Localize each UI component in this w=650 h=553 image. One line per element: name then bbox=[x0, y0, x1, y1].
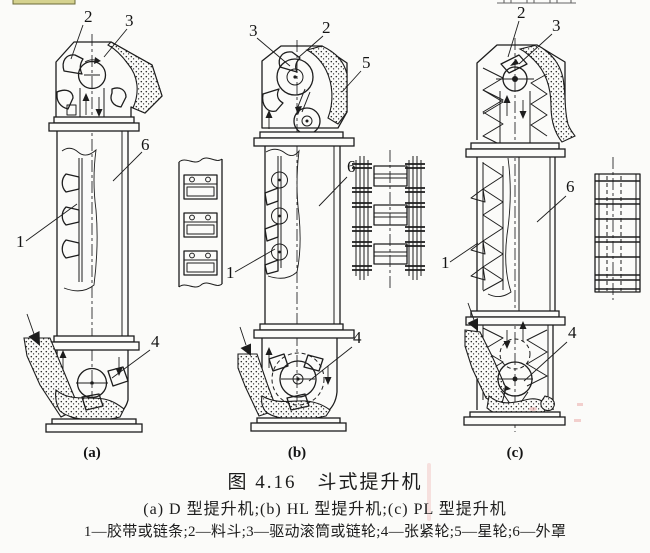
yellow-highlight-fragment bbox=[12, 0, 76, 5]
head-flange-c bbox=[470, 142, 560, 150]
head-flange-b bbox=[259, 131, 344, 139]
detail-bucket-1 bbox=[183, 174, 218, 200]
callout-4-c: 4 bbox=[568, 323, 577, 342]
head-zigzag-right bbox=[530, 73, 548, 137]
callout-1-c: 1 bbox=[441, 253, 450, 272]
callout-2-a: 2 bbox=[84, 7, 93, 26]
base-b bbox=[256, 417, 341, 424]
bucket-a-2 bbox=[61, 206, 80, 226]
feed-arrow-c bbox=[467, 318, 478, 331]
belt-up-arrow-a bbox=[82, 93, 90, 101]
head-section-a bbox=[55, 41, 163, 118]
callout-3-b: 3 bbox=[249, 21, 258, 40]
chain-zigzag-c bbox=[482, 162, 504, 292]
callout-5-b: 5 bbox=[362, 53, 371, 72]
rotation-arrow-a bbox=[94, 57, 101, 64]
callout-1-a: 1 bbox=[16, 232, 25, 251]
belt-up-arrow-c bbox=[503, 95, 511, 103]
plate-chain-detail-c bbox=[594, 157, 641, 300]
callouts-a: 2 3 6 1 4 (a) bbox=[16, 7, 160, 461]
callout-6-b: 6 bbox=[347, 157, 356, 176]
chain-bucket-detail-b bbox=[352, 150, 425, 288]
casing-cutaway-b bbox=[264, 148, 301, 279]
bucket-at-head-c bbox=[500, 54, 528, 74]
boot-section-c bbox=[464, 302, 555, 418]
feed-arrow-b bbox=[240, 343, 251, 356]
feed-arrow-a bbox=[28, 331, 40, 346]
casing-c bbox=[476, 157, 556, 311]
figure-drawing: 2 3 6 1 4 (a) bbox=[12, 0, 641, 461]
feed-chute-material-c bbox=[464, 329, 507, 408]
sublabel-a: (a) bbox=[83, 445, 101, 461]
bucket-a-1 bbox=[61, 173, 80, 193]
base-a bbox=[51, 418, 137, 425]
casing-b bbox=[264, 146, 341, 324]
callout-2-c: 2 bbox=[517, 3, 526, 22]
callout-2-b: 2 bbox=[322, 18, 331, 37]
callout-3-a: 3 bbox=[125, 11, 134, 30]
boot-flange-c bbox=[470, 310, 560, 318]
callout-4-b: 4 bbox=[353, 328, 362, 347]
drive-pulley-a bbox=[77, 60, 107, 90]
chain-link-pins bbox=[352, 163, 425, 271]
belt-down-arrow-a bbox=[95, 109, 103, 117]
bucket-b-1 bbox=[264, 187, 279, 206]
detail-bucket-2 bbox=[183, 212, 218, 238]
head-section-c bbox=[476, 44, 576, 144]
figure-title: 图 4.16 斗式提升机 bbox=[227, 472, 423, 493]
bucket-a-3 bbox=[61, 239, 80, 259]
belt-bucket-detail-a bbox=[178, 157, 223, 288]
cropped-table-fragment bbox=[497, 0, 576, 4]
callout-1-b: 1 bbox=[226, 263, 235, 282]
diagram-c-pl-type-elevator: 2 3 6 1 4 (c) bbox=[441, 3, 577, 461]
callout-6-a: 6 bbox=[141, 135, 150, 154]
casing-a bbox=[56, 131, 129, 336]
head-section-b bbox=[261, 45, 348, 135]
boot-flange-a bbox=[53, 335, 135, 343]
casing-cutaway-a bbox=[61, 147, 98, 292]
discharge-chute-material bbox=[107, 41, 163, 114]
drive-sprocket-b bbox=[276, 58, 314, 96]
head-flange-a bbox=[53, 116, 135, 124]
callout-6-c: 6 bbox=[566, 177, 575, 196]
bucket-b-3 bbox=[264, 259, 279, 275]
scan-artifacts-pink bbox=[529, 403, 583, 422]
sublabel-b: (b) bbox=[288, 445, 306, 461]
discharge-chute-material-c bbox=[518, 44, 576, 143]
boot-flange-b bbox=[259, 323, 344, 331]
diagram-a-d-type-elevator: 2 3 6 1 4 (a) bbox=[16, 7, 163, 461]
bucket-at-head-b bbox=[278, 51, 301, 73]
right-chain-strand bbox=[408, 156, 422, 280]
base-c bbox=[469, 411, 561, 418]
diagram-b-hl-type-elevator: 3 2 5 6 1 4 (b) bbox=[226, 18, 371, 461]
bucket-at-head-a bbox=[62, 54, 84, 75]
callouts-b: 3 2 5 6 1 4 (b) bbox=[226, 18, 371, 461]
boot-section-b bbox=[237, 326, 338, 421]
belt-up-arrow-b bbox=[265, 110, 273, 118]
material-pool-b bbox=[261, 395, 331, 420]
chain-plate-rungs bbox=[595, 180, 640, 290]
sublabel-c: (c) bbox=[507, 445, 524, 461]
bucket-b-2 bbox=[264, 223, 279, 242]
scan-artifacts-top bbox=[12, 0, 576, 5]
callout-4-a: 4 bbox=[151, 332, 160, 351]
casing-cutaway-c bbox=[470, 157, 512, 297]
belt-down-arrow-c bbox=[519, 111, 527, 119]
boot-section-a bbox=[23, 313, 129, 422]
detail-bucket-3 bbox=[183, 250, 218, 276]
figure-subtitle: (a) D 型提升机;(b) HL 型提升机;(c) PL 型提升机 bbox=[143, 501, 507, 518]
figure-legend: 1—胶带或链条;2—料斗;3—驱动滚筒或链轮;4—张紧轮;5—星轮;6—外罩 bbox=[83, 524, 567, 540]
tension-pulley-b bbox=[279, 360, 317, 398]
chain-b bbox=[277, 156, 282, 268]
left-chain-strand bbox=[355, 156, 369, 280]
callouts-c: 2 3 6 1 4 (c) bbox=[441, 3, 577, 461]
buckets-c bbox=[470, 188, 486, 281]
callout-3-c: 3 bbox=[552, 16, 561, 35]
discharge-chute-material-b bbox=[305, 45, 348, 125]
